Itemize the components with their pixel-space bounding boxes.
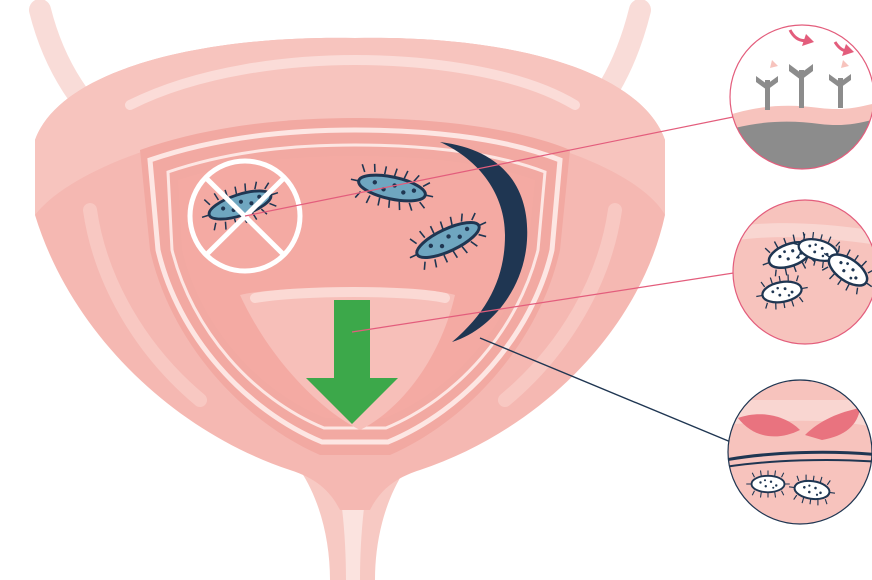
mucosa-bacteria-inset-icon bbox=[725, 200, 872, 344]
receptor-inset-icon bbox=[720, 25, 872, 180]
barrier-inset-icon bbox=[725, 380, 872, 524]
